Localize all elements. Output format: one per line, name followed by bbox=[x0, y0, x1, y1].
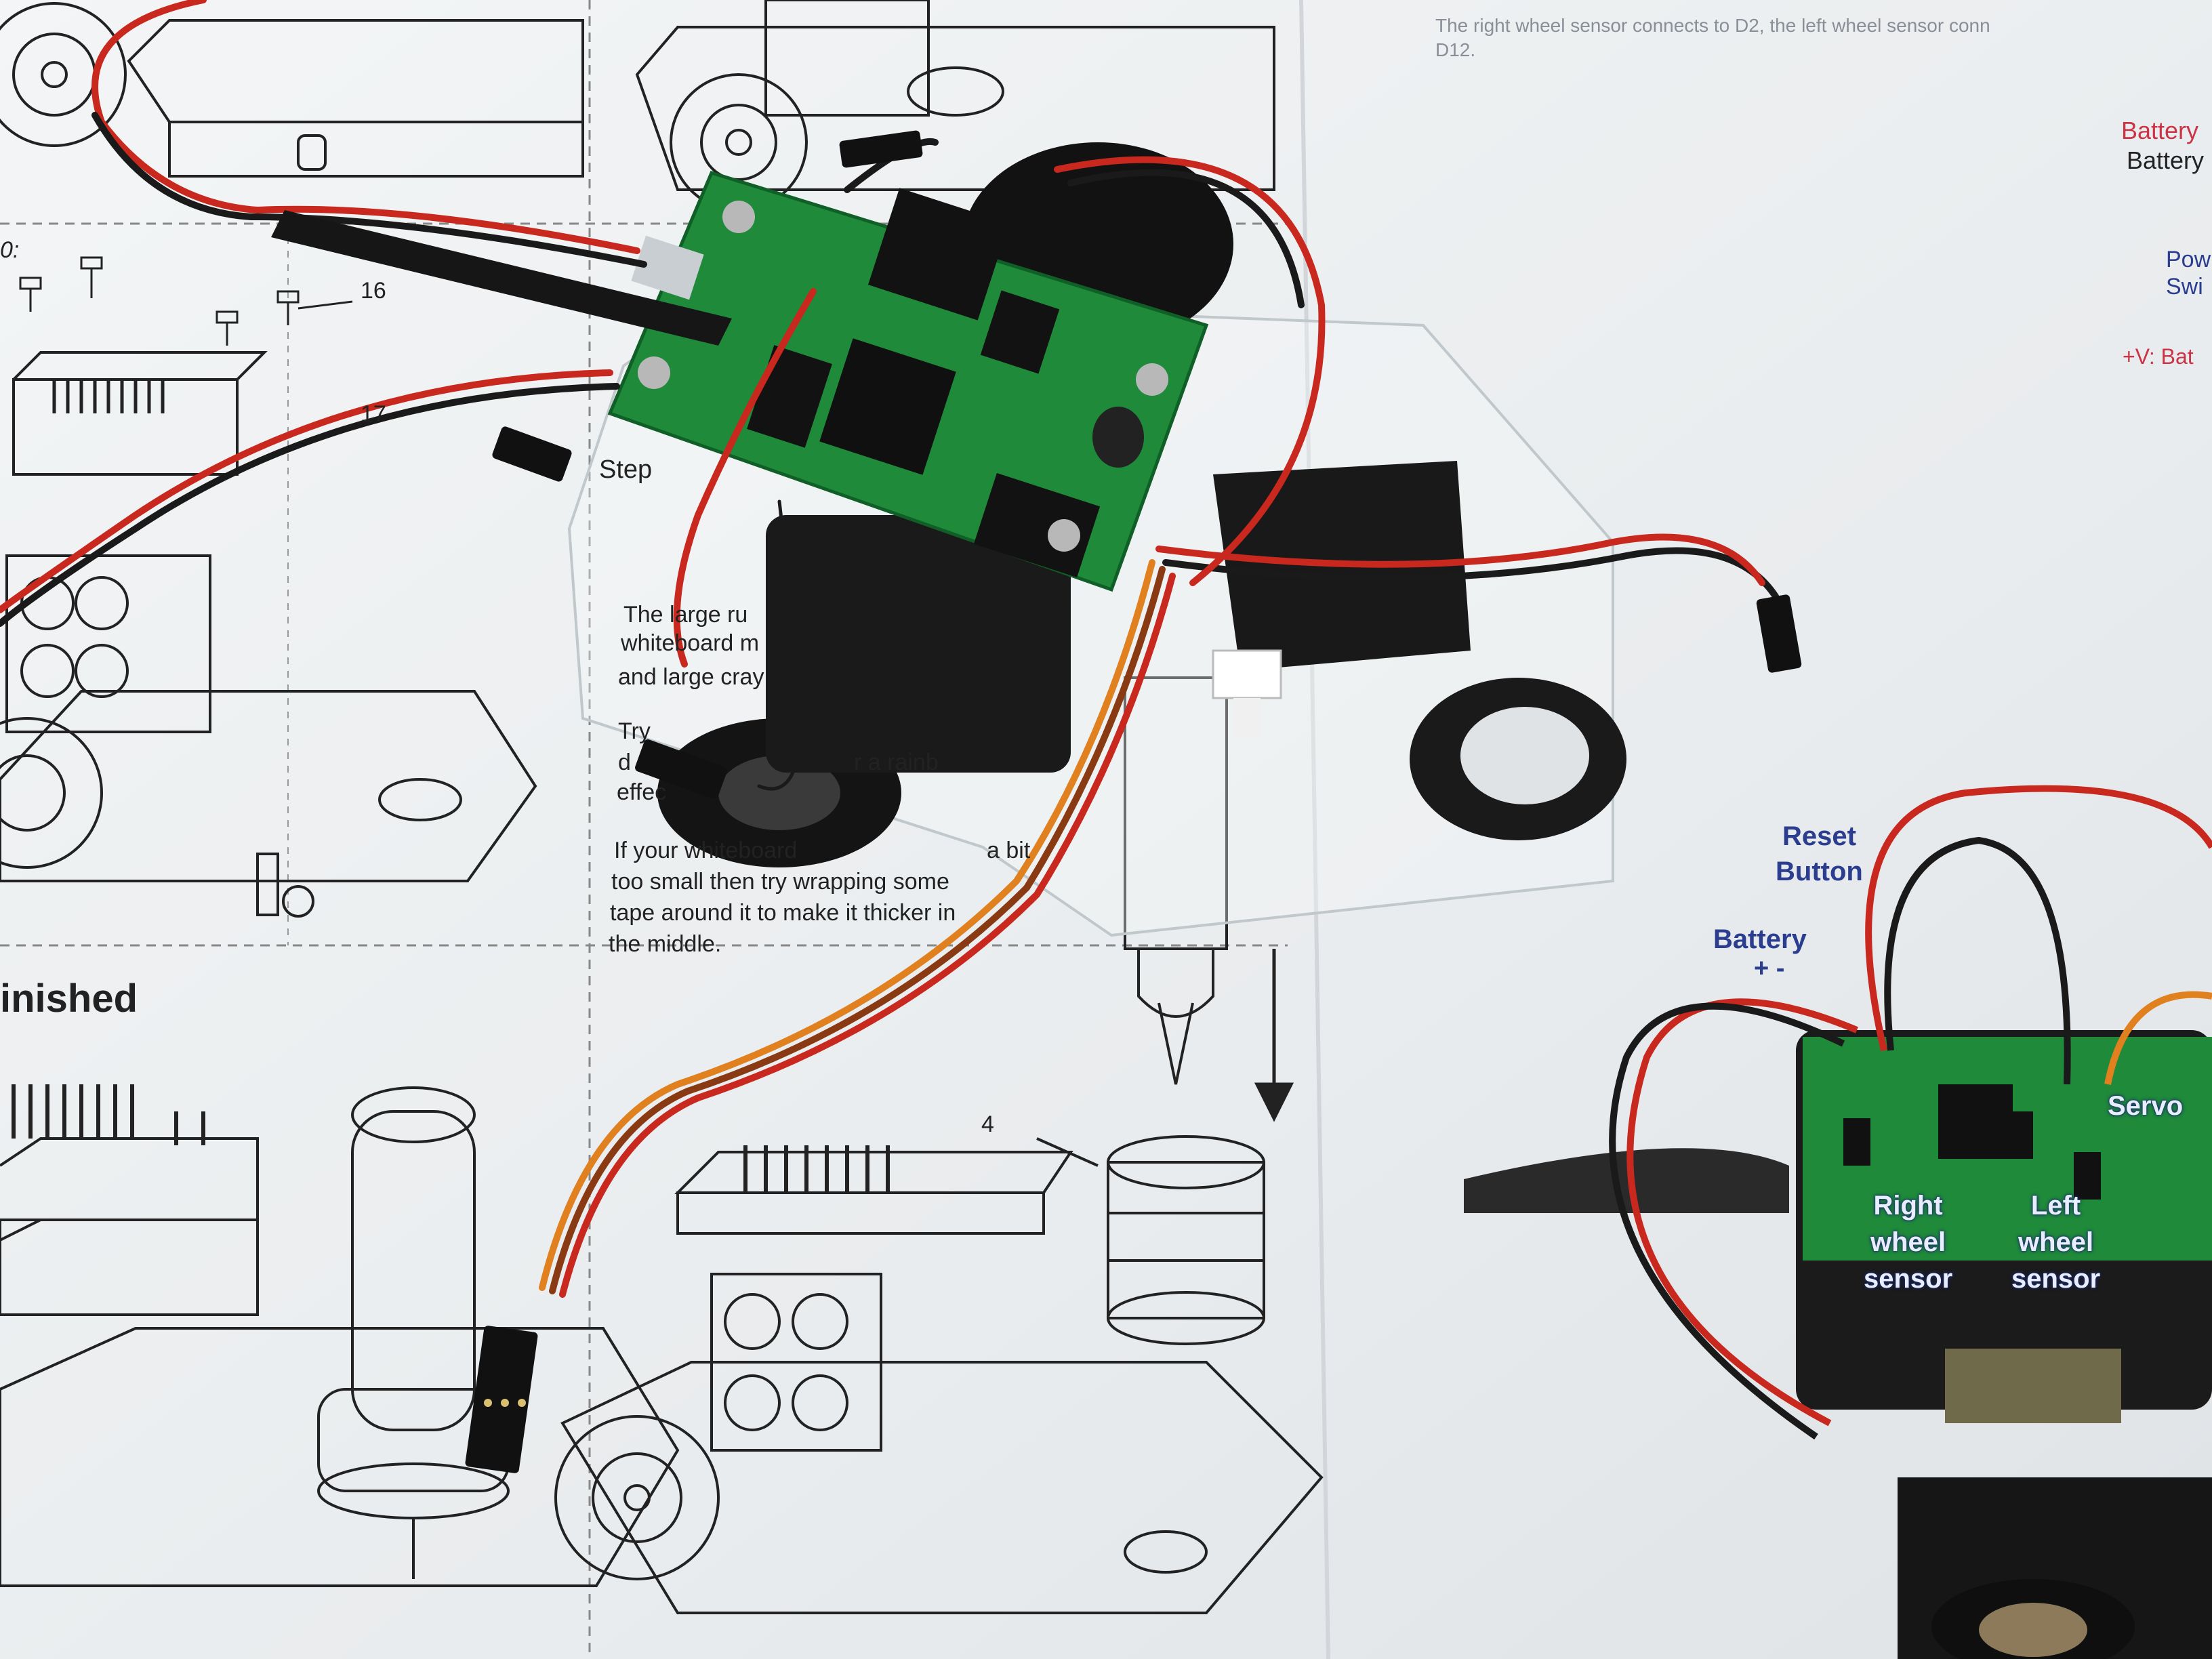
wire-connectors bbox=[465, 130, 1802, 1473]
label-servo: Servo bbox=[2108, 1091, 2184, 1121]
step-text-12: the middle. bbox=[609, 931, 722, 957]
step-text-5: d bbox=[618, 750, 631, 775]
drawing-finished-pins bbox=[12, 1084, 205, 1145]
photo-inset-robot bbox=[1464, 1030, 2212, 1659]
step-text-6: r a rainb bbox=[854, 750, 939, 775]
label-reset-button: Reset Button bbox=[1776, 821, 1863, 886]
drawing-down-arrow bbox=[1254, 949, 1294, 1122]
label-battery-polarity: + - bbox=[1754, 954, 1785, 983]
robot-pcb-board bbox=[607, 170, 1209, 592]
drawing-pin-headers bbox=[52, 380, 165, 413]
legend-battery-red: Battery bbox=[2121, 117, 2199, 144]
step-text-10: too small then try wrapping some bbox=[611, 869, 949, 895]
label-battery: Battery bbox=[1713, 924, 1807, 954]
callout-17: 17 bbox=[361, 401, 386, 427]
label-right-wheel-sensor: Right wheel sensor bbox=[1864, 1191, 1953, 1294]
screw-label: 0: bbox=[0, 237, 20, 263]
page-fold bbox=[1299, 0, 1330, 1659]
legend-switch: Swi bbox=[2166, 274, 2203, 300]
drawing-top-left-robot bbox=[0, 2, 584, 178]
step-text-8: If your whiteboard bbox=[614, 838, 798, 863]
callout-4: 4 bbox=[981, 1111, 994, 1137]
photo-inset-wires bbox=[1609, 785, 2212, 1440]
legend-power: Pow bbox=[2166, 247, 2211, 272]
step-text-9: a bit bbox=[987, 838, 1031, 863]
callout-16: 16 bbox=[361, 278, 386, 304]
label-left-wheel-sensor: Left wheel sensor bbox=[2011, 1191, 2101, 1294]
drawing-pen bbox=[1124, 676, 1228, 1085]
drawing-top-middle-robot bbox=[635, 0, 1275, 211]
step-text-4: Try bbox=[618, 718, 651, 744]
step-text-2: whiteboard m bbox=[621, 630, 760, 656]
step-text-7: effec bbox=[617, 779, 667, 805]
legend-v-battery: +V: Bat bbox=[2123, 344, 2194, 369]
step-text-1: The large ru bbox=[623, 602, 748, 628]
step-text-11: tape around it to make it thicker in bbox=[610, 900, 956, 926]
robot-body-block bbox=[766, 515, 1071, 773]
rubber-grommet bbox=[1410, 678, 1626, 840]
finished-heading: inished bbox=[0, 977, 138, 1021]
drawing-roller-part bbox=[1036, 1135, 1265, 1345]
robot-rod bbox=[271, 210, 732, 346]
manual-top-text-line1: The right wheel sensor connects to D2, t… bbox=[1435, 15, 1990, 36]
legend-battery-black: Battery bbox=[2127, 146, 2205, 174]
drawing-middle-left-robot bbox=[0, 351, 537, 918]
drawing-bottom-middle-pins bbox=[743, 1145, 890, 1193]
connector-pins bbox=[484, 1399, 526, 1407]
step-label: Step bbox=[599, 455, 653, 484]
drawing-screws bbox=[19, 256, 353, 346]
step-text-3: and large cray bbox=[618, 664, 764, 690]
drawing-bottom-middle-robot bbox=[554, 1151, 1324, 1614]
manual-top-text-line2: D12. bbox=[1435, 39, 1476, 60]
